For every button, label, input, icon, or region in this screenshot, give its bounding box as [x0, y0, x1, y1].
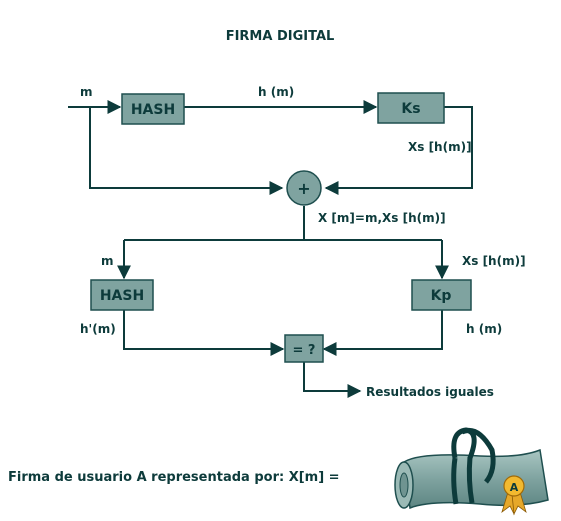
- label-h-prime-m: h'(m): [80, 322, 116, 336]
- label-m-left: m: [101, 254, 114, 268]
- seal-letter: A: [510, 481, 519, 494]
- label-xs-hm-kp: Xs [h(m)]: [462, 254, 526, 268]
- wire-kp-to-compare: [322, 310, 443, 356]
- compare-box: = ?: [284, 334, 324, 363]
- wire-to-result: [303, 362, 362, 398]
- label-m-input: m: [80, 85, 93, 99]
- kp-box: Kp: [411, 279, 472, 311]
- label-result: Resultados iguales: [366, 385, 494, 399]
- signature-scroll-icon: A: [394, 427, 549, 516]
- wire-hash-to-compare: [123, 310, 285, 356]
- ks-box: Ks: [377, 92, 445, 124]
- seal-icon: [503, 475, 525, 497]
- hash-box-bottom: HASH: [90, 279, 154, 311]
- kp-box-label: Kp: [431, 288, 452, 304]
- wire-m-to-plus: [89, 107, 284, 195]
- wire-ks-to-plus: [324, 106, 473, 195]
- ks-box-label: Ks: [401, 101, 420, 117]
- hash-box-bottom-label: HASH: [100, 288, 144, 304]
- hash-box-top: HASH: [121, 93, 185, 125]
- label-x-combined: X [m]=m,Xs [h(m)]: [318, 211, 446, 225]
- label-xs-hm-right: Xs [h(m)]: [408, 140, 472, 154]
- label-h-m: h (m): [258, 85, 294, 99]
- diagram-title: FIRMA DIGITAL: [226, 29, 335, 44]
- hash-box-top-label: HASH: [131, 102, 175, 118]
- plus-node: +: [286, 170, 322, 206]
- label-h-m-bottom: h (m): [466, 322, 502, 336]
- footer-caption: Firma de usuario A representada por: X[m…: [8, 470, 340, 485]
- plus-node-label: +: [297, 179, 310, 198]
- compare-box-label: = ?: [293, 343, 316, 358]
